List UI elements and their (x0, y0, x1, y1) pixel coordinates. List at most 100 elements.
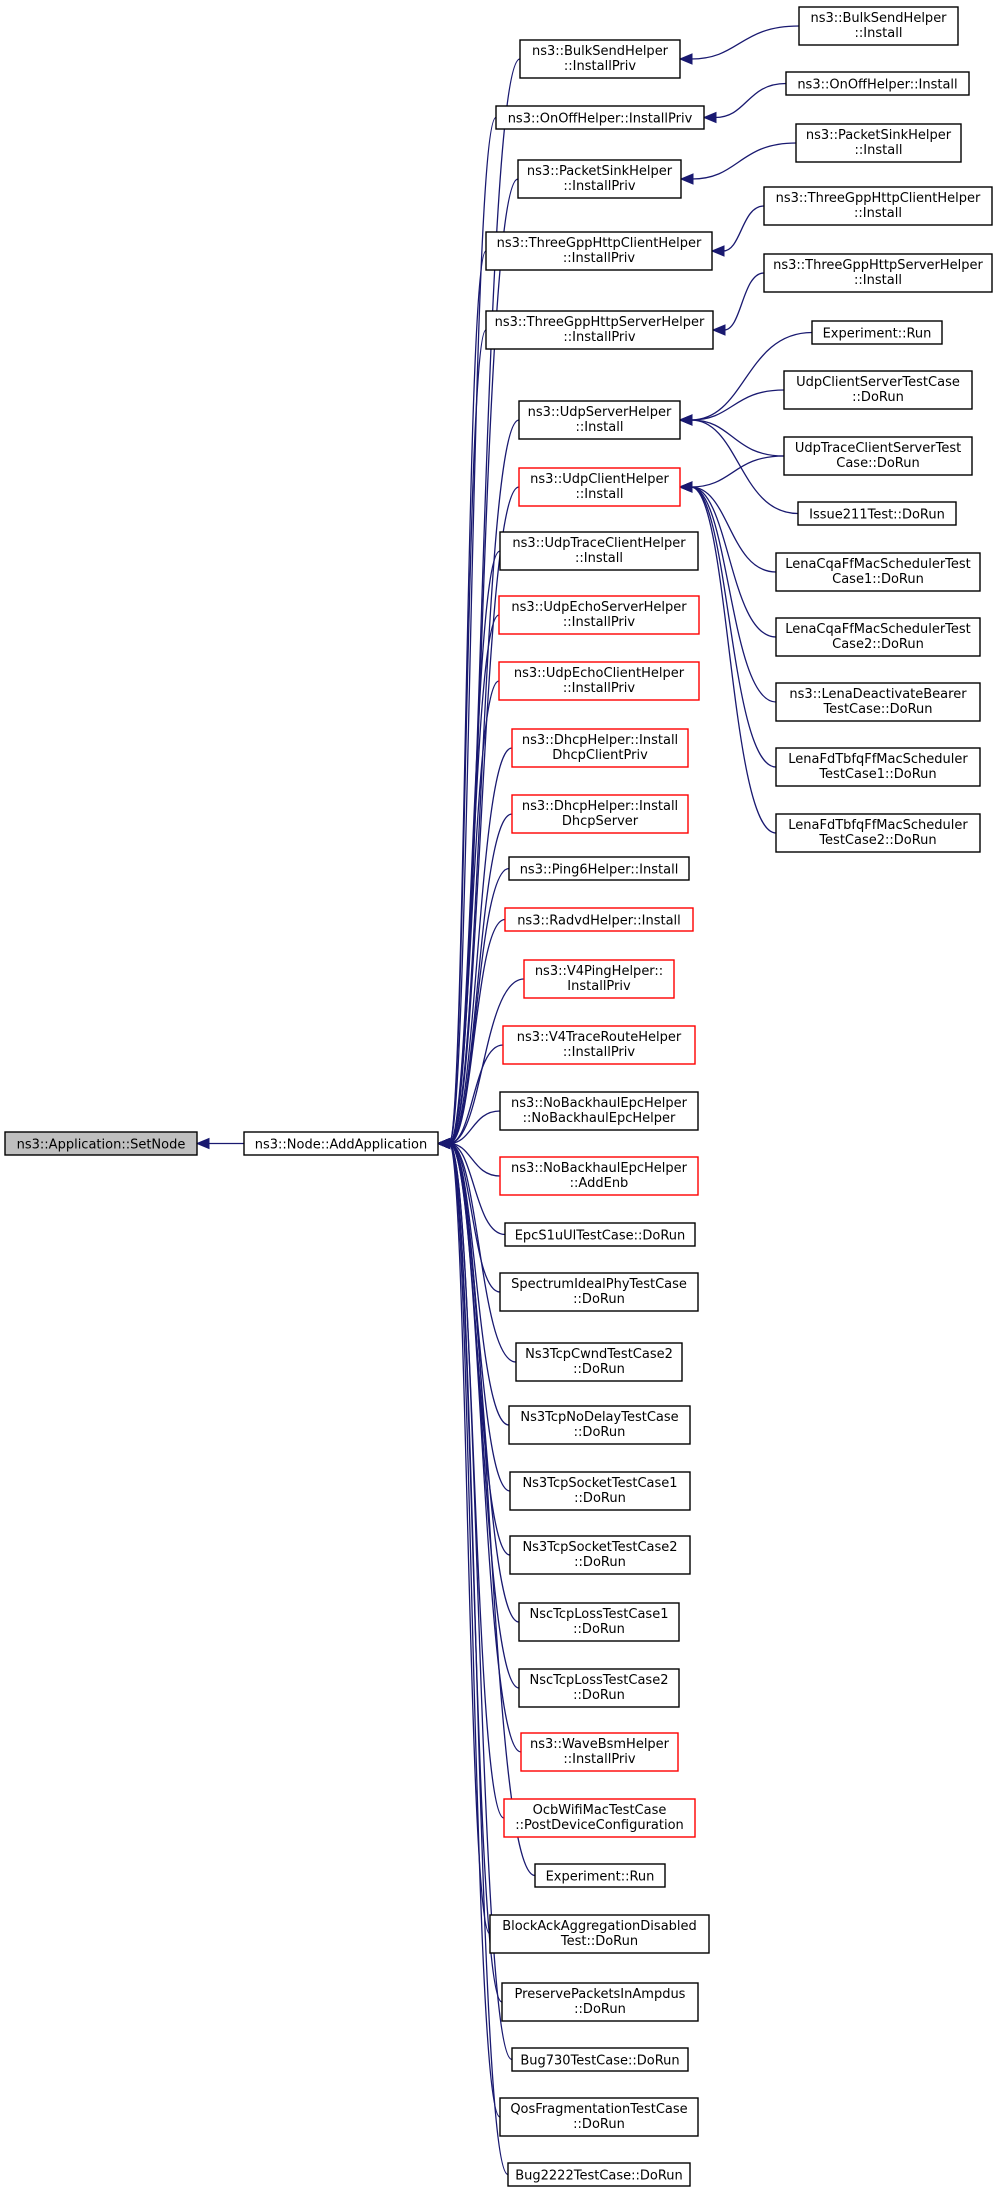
node-label: ns3::DhcpHelper::Install (522, 799, 678, 814)
node-label: NscTcpLossTestCase1 (530, 1607, 669, 1622)
node-addenb[interactable]: ns3::NoBackhaulEpcHelper::AddEnb (499, 1156, 699, 1196)
node-label: ns3::UdpEchoServerHelper (511, 600, 687, 615)
node-radvd[interactable]: ns3::RadvdHelper::Install (504, 907, 694, 932)
node-box (508, 1405, 691, 1445)
node-bug2222[interactable]: Bug2222TestCase::DoRun (507, 2162, 691, 2187)
edge-line (690, 419, 799, 515)
node-issue211[interactable]: Issue211Test::DoRun (797, 501, 957, 526)
node-box (511, 794, 689, 834)
node-spectrum[interactable]: SpectrumIdealPhyTestCase::DoRun (499, 1272, 699, 1312)
edge-line (448, 1142, 501, 1293)
edge-line (448, 116, 497, 1145)
node-label: TestCase2::DoRun (818, 833, 936, 848)
node-box (763, 253, 993, 293)
node-label: LenaCqaFfMacSchedulerTest (785, 622, 971, 637)
node-onoffinstall[interactable]: ns3::OnOffHelper::Install (785, 71, 970, 96)
node-label: ns3::Ping6Helper::Install (520, 863, 679, 878)
node-udpclient[interactable]: ns3::UdpClientHelper::Install (518, 467, 681, 507)
node-https[interactable]: ns3::ThreeGppHttpServerHelper::InstallPr… (485, 310, 714, 350)
node-label: ns3::UdpClientHelper (530, 472, 669, 487)
node-label: ::InstallPriv (564, 59, 636, 74)
node-bug730[interactable]: Bug730TestCase::DoRun (511, 2047, 689, 2072)
node-hub[interactable]: ns3::Node::AddApplication (243, 1131, 439, 1156)
node-nobackhaul[interactable]: ns3::NoBackhaulEpcHelper::NoBackhaulEpcH… (499, 1091, 699, 1131)
node-label: ns3::BulkSendHelper (532, 44, 669, 59)
node-label: ::NoBackhaulEpcHelper (523, 1111, 676, 1126)
node-onoff[interactable]: ns3::OnOffHelper::InstallPriv (495, 105, 705, 130)
node-echoserver[interactable]: ns3::UdpEchoServerHelper::InstallPriv (498, 595, 700, 635)
node-box (243, 1131, 439, 1156)
edge-line (448, 680, 500, 1145)
node-v4ping[interactable]: ns3::V4PingHelper::InstallPriv (523, 959, 675, 999)
node-label: Bug2222TestCase::DoRun (515, 2169, 683, 2184)
node-label: ns3::PacketSinkHelper (527, 164, 673, 179)
node-httpcinstall[interactable]: ns3::ThreeGppHttpClientHelper::Install (763, 186, 993, 226)
node-echoclient[interactable]: ns3::UdpEchoClientHelper::InstallPriv (498, 661, 700, 701)
node-v4trace[interactable]: ns3::V4TraceRouteHelper::InstallPriv (502, 1025, 696, 1065)
node-epcs1u[interactable]: EpcS1uUlTestCase::DoRun (504, 1222, 696, 1247)
node-udpserver[interactable]: ns3::UdpServerHelper::Install (518, 400, 681, 440)
edge-line (448, 1142, 491, 1935)
edge-line (690, 25, 800, 60)
edge-udptcs-to-udpserver (678, 414, 785, 457)
edge-issue211-to-udpserver (678, 414, 799, 515)
node-box (504, 1222, 696, 1247)
node-nsc2[interactable]: NscTcpLossTestCase2::DoRun (518, 1668, 680, 1708)
arrowhead-icon (678, 481, 693, 493)
node-sink[interactable]: ns3::PacketSinkHelper::InstallPriv (517, 159, 682, 199)
node-layer: ns3::Application::SetNode ns3::Node::AddA… (4, 6, 993, 2187)
node-bulk[interactable]: ns3::BulkSendHelper::InstallPriv (519, 39, 681, 79)
node-box (534, 1863, 666, 1888)
node-box (775, 552, 981, 592)
node-box (499, 1156, 699, 1196)
node-sock1[interactable]: Ns3TcpSocketTestCase1::DoRun (509, 1471, 691, 1511)
node-ocb[interactable]: OcbWifiMacTestCase::PostDeviceConfigurat… (503, 1798, 696, 1838)
node-label: ::InstallPriv (563, 1045, 635, 1060)
node-label: Case2::DoRun (832, 637, 924, 652)
arrowhead-icon (678, 414, 693, 426)
node-box (507, 2162, 691, 2187)
node-label: ns3::Node::AddApplication (255, 1138, 428, 1153)
node-exprun2[interactable]: Experiment::Run (534, 1863, 666, 1888)
node-cwnd[interactable]: Ns3TcpCwndTestCase2::DoRun (515, 1342, 683, 1382)
node-exprun1[interactable]: Experiment::Run (811, 320, 943, 345)
node-httpsinstall[interactable]: ns3::ThreeGppHttpServerHelper::Install (763, 253, 993, 293)
node-label: ::DoRun (573, 1362, 625, 1377)
node-sock2[interactable]: Ns3TcpSocketTestCase2::DoRun (509, 1535, 691, 1575)
node-httpc[interactable]: ns3::ThreeGppHttpClientHelper::InstallPr… (485, 231, 713, 271)
node-udpcs[interactable]: UdpClientServerTestCase::DoRun (783, 370, 973, 410)
node-sinkinstall[interactable]: ns3::PacketSinkHelper::Install (795, 123, 962, 163)
node-label: ns3::Application::SetNode (17, 1138, 186, 1153)
node-ping6[interactable]: ns3::Ping6Helper::Install (508, 856, 690, 881)
node-label: TestCase1::DoRun (818, 767, 936, 782)
edge-line (448, 1044, 504, 1145)
node-label: ns3::ThreeGppHttpClientHelper (776, 191, 981, 206)
node-label: ns3::NoBackhaulEpcHelper (511, 1161, 688, 1176)
node-nsc1[interactable]: NscTcpLossTestCase1::DoRun (518, 1602, 680, 1642)
node-udptrace[interactable]: ns3::UdpTraceClientHelper::Install (499, 531, 699, 571)
node-qosfrag[interactable]: QosFragmentationTestCase::DoRun (499, 2097, 699, 2137)
node-wavebsm[interactable]: ns3::WaveBsmHelper::InstallPriv (520, 1732, 679, 1772)
edge-line (448, 1142, 501, 2118)
node-box (775, 747, 981, 787)
node-label: ns3::PacketSinkHelper (806, 128, 952, 143)
node-box (511, 728, 689, 768)
node-label: UdpClientServerTestCase (796, 375, 960, 390)
node-preserve[interactable]: PreservePacketsInAmpdus::DoRun (501, 1982, 699, 2022)
node-nodelay[interactable]: Ns3TcpNoDelayTestCase::DoRun (508, 1405, 691, 1445)
node-bulkinstall[interactable]: ns3::BulkSendHelper::Install (798, 6, 959, 46)
arrowhead-icon (679, 173, 694, 185)
node-box (775, 813, 981, 853)
node-label: TestCase::DoRun (822, 702, 932, 717)
node-root[interactable]: ns3::Application::SetNode (4, 1131, 198, 1156)
